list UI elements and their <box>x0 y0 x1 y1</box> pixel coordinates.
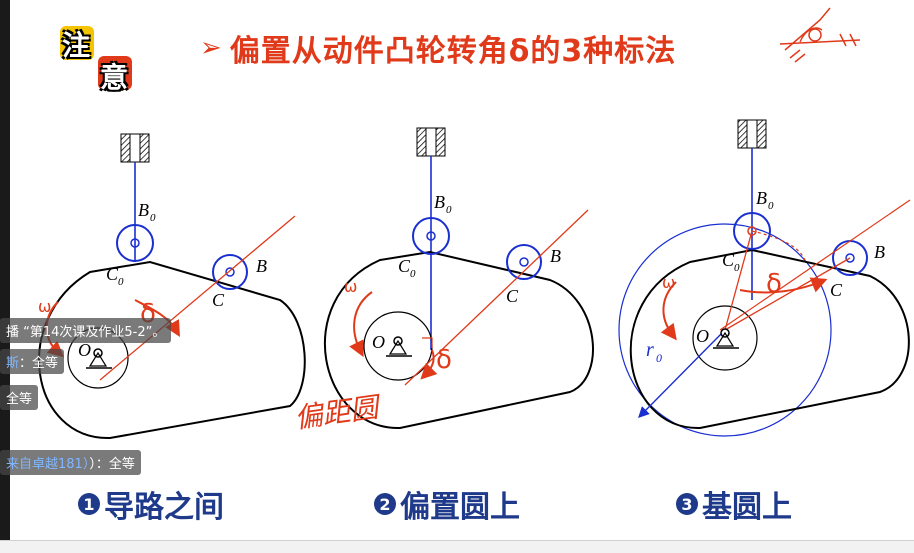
note-badge-bg-2 <box>98 56 132 90</box>
label-C0-2: C <box>398 256 411 276</box>
label-B0-sub-3: 0 <box>768 200 774 212</box>
roller-B0-2 <box>412 217 450 255</box>
caption-1-number-icon: 1 <box>78 493 100 515</box>
handwriting-offset-circle: 偏距圆 <box>292 390 384 435</box>
handwritten-scribble <box>779 7 861 63</box>
label-C0-3: C <box>722 250 735 270</box>
chat-message-1-text: 播 “第14次课及作业5-2”。 <box>6 325 166 340</box>
cam-profile-3 <box>629 248 910 430</box>
caption-1-text: 导路之间 <box>104 490 224 525</box>
chat-message-2-user: 斯 <box>6 356 20 371</box>
chat-message-4: 来自卓越181））：全等 <box>0 450 141 475</box>
roller-B-center-2 <box>519 257 529 267</box>
radius-line-B-3 <box>724 257 851 331</box>
figure-1: B 0 C 0 B C O ω δ <box>38 133 306 440</box>
roller-B-center-3 <box>845 253 855 263</box>
guide-slot-3 <box>746 119 758 149</box>
roller-B0-center-3 <box>747 226 757 236</box>
label-C-2: C <box>506 286 519 306</box>
title-arrow-icon: ➢ <box>200 33 222 63</box>
delta-arc-3 <box>739 277 828 294</box>
right-angle-mark-2 <box>422 337 433 348</box>
label-B0-1: B <box>138 200 149 220</box>
pivot-support-2 <box>388 339 408 355</box>
label-B-2: B <box>550 246 561 266</box>
label-omega-2: ω <box>344 277 357 296</box>
rotated-guide-line-2 <box>404 209 589 386</box>
rotated-guide-line-3 <box>719 199 911 331</box>
roller-B-center-1 <box>225 267 235 277</box>
slide-title: ➢ 偏置从动件凸轮转角δ的3种标法 <box>200 28 677 69</box>
label-r0-3: r <box>646 339 654 361</box>
roller-B0-1 <box>116 224 154 262</box>
roller-B-2 <box>506 244 542 280</box>
bottom-edge-strip <box>0 540 914 553</box>
label-C0-sub-1: 0 <box>118 276 124 288</box>
chat-message-3-text: 全等 <box>6 392 33 407</box>
caption-3-text: 基圆上 <box>702 490 792 525</box>
label-O-2: O <box>372 332 385 352</box>
caption-3: 3 基圆上 <box>676 482 792 526</box>
pivot-support-1 <box>88 351 108 367</box>
caption-3-number-icon: 3 <box>676 493 698 515</box>
label-omega-1: ω <box>38 297 51 316</box>
chat-message-4-text: ）：全等 <box>89 457 135 472</box>
label-C-1: C <box>212 290 225 310</box>
pivot-support-3 <box>715 331 735 347</box>
label-delta-2: δ <box>436 345 452 375</box>
label-r0-sub-3: 0 <box>656 351 662 365</box>
note-badge-bg-1 <box>60 26 94 60</box>
label-B-3: B <box>874 242 885 262</box>
chat-message-1: 播 “第14次课及作业5-2”。 <box>0 318 172 343</box>
caption-2-number-icon: 2 <box>374 493 396 515</box>
note-char-1: 注 <box>62 29 91 62</box>
caption-2: 2 偏置圆上 <box>374 482 520 526</box>
guide-slot-1 <box>129 133 141 163</box>
figure-2: B 0 C 0 B C O ω δ 偏距圆 <box>292 127 594 435</box>
label-O-3: O <box>696 326 709 346</box>
rotated-guide-line-1 <box>99 215 296 381</box>
label-O-1: O <box>78 340 91 360</box>
roller-B-1 <box>212 254 248 290</box>
roller-B0-center-2 <box>426 231 436 241</box>
label-omega-3: ω <box>662 273 675 292</box>
cam-profile-2 <box>323 250 594 430</box>
base-circle-blue-3 <box>618 223 832 437</box>
figure-3: B 0 C 0 B C O ω δ r 0 <box>618 119 911 437</box>
chat-message-3: 全等 <box>0 385 39 410</box>
label-delta-3: δ <box>766 269 782 299</box>
note-char-2: 意 <box>100 61 129 94</box>
chat-message-2-text: ：全等 <box>19 356 59 371</box>
inner-circle-3 <box>692 305 758 371</box>
label-B-1: B <box>256 256 267 276</box>
delta-arc-2 <box>420 349 438 380</box>
title-text: 偏置从动件凸轮转角δ的3种标法 <box>229 34 677 69</box>
left-edge-strip <box>0 0 10 552</box>
delta-arc-1 <box>134 299 180 337</box>
chat-message-2: 斯：全等 <box>0 349 65 374</box>
radius-r0-line <box>638 329 726 418</box>
label-B0-sub-1: 0 <box>150 212 156 224</box>
caption-2-text: 偏置圆上 <box>400 490 520 525</box>
note-badge: 注 意 <box>56 22 136 94</box>
guide-slot-2 <box>425 127 437 157</box>
omega-arrow-3 <box>660 281 677 341</box>
roller-B0-3 <box>733 212 771 250</box>
radius-line-B0-3 <box>724 230 753 331</box>
label-C0-1: C <box>106 264 119 284</box>
label-C0-sub-3: 0 <box>734 262 740 274</box>
label-C0-sub-2: 0 <box>410 268 416 280</box>
label-B0-sub-2: 0 <box>446 204 452 216</box>
label-B0-2: B <box>434 192 445 212</box>
roller-B0-center-1 <box>130 238 140 248</box>
label-B0-3: B <box>756 188 767 208</box>
chat-message-4-user: 来自卓越181） <box>6 457 90 472</box>
caption-1: 1 导路之间 <box>78 482 224 526</box>
omega-arrow-2 <box>349 291 373 358</box>
label-C-3: C <box>830 280 843 300</box>
